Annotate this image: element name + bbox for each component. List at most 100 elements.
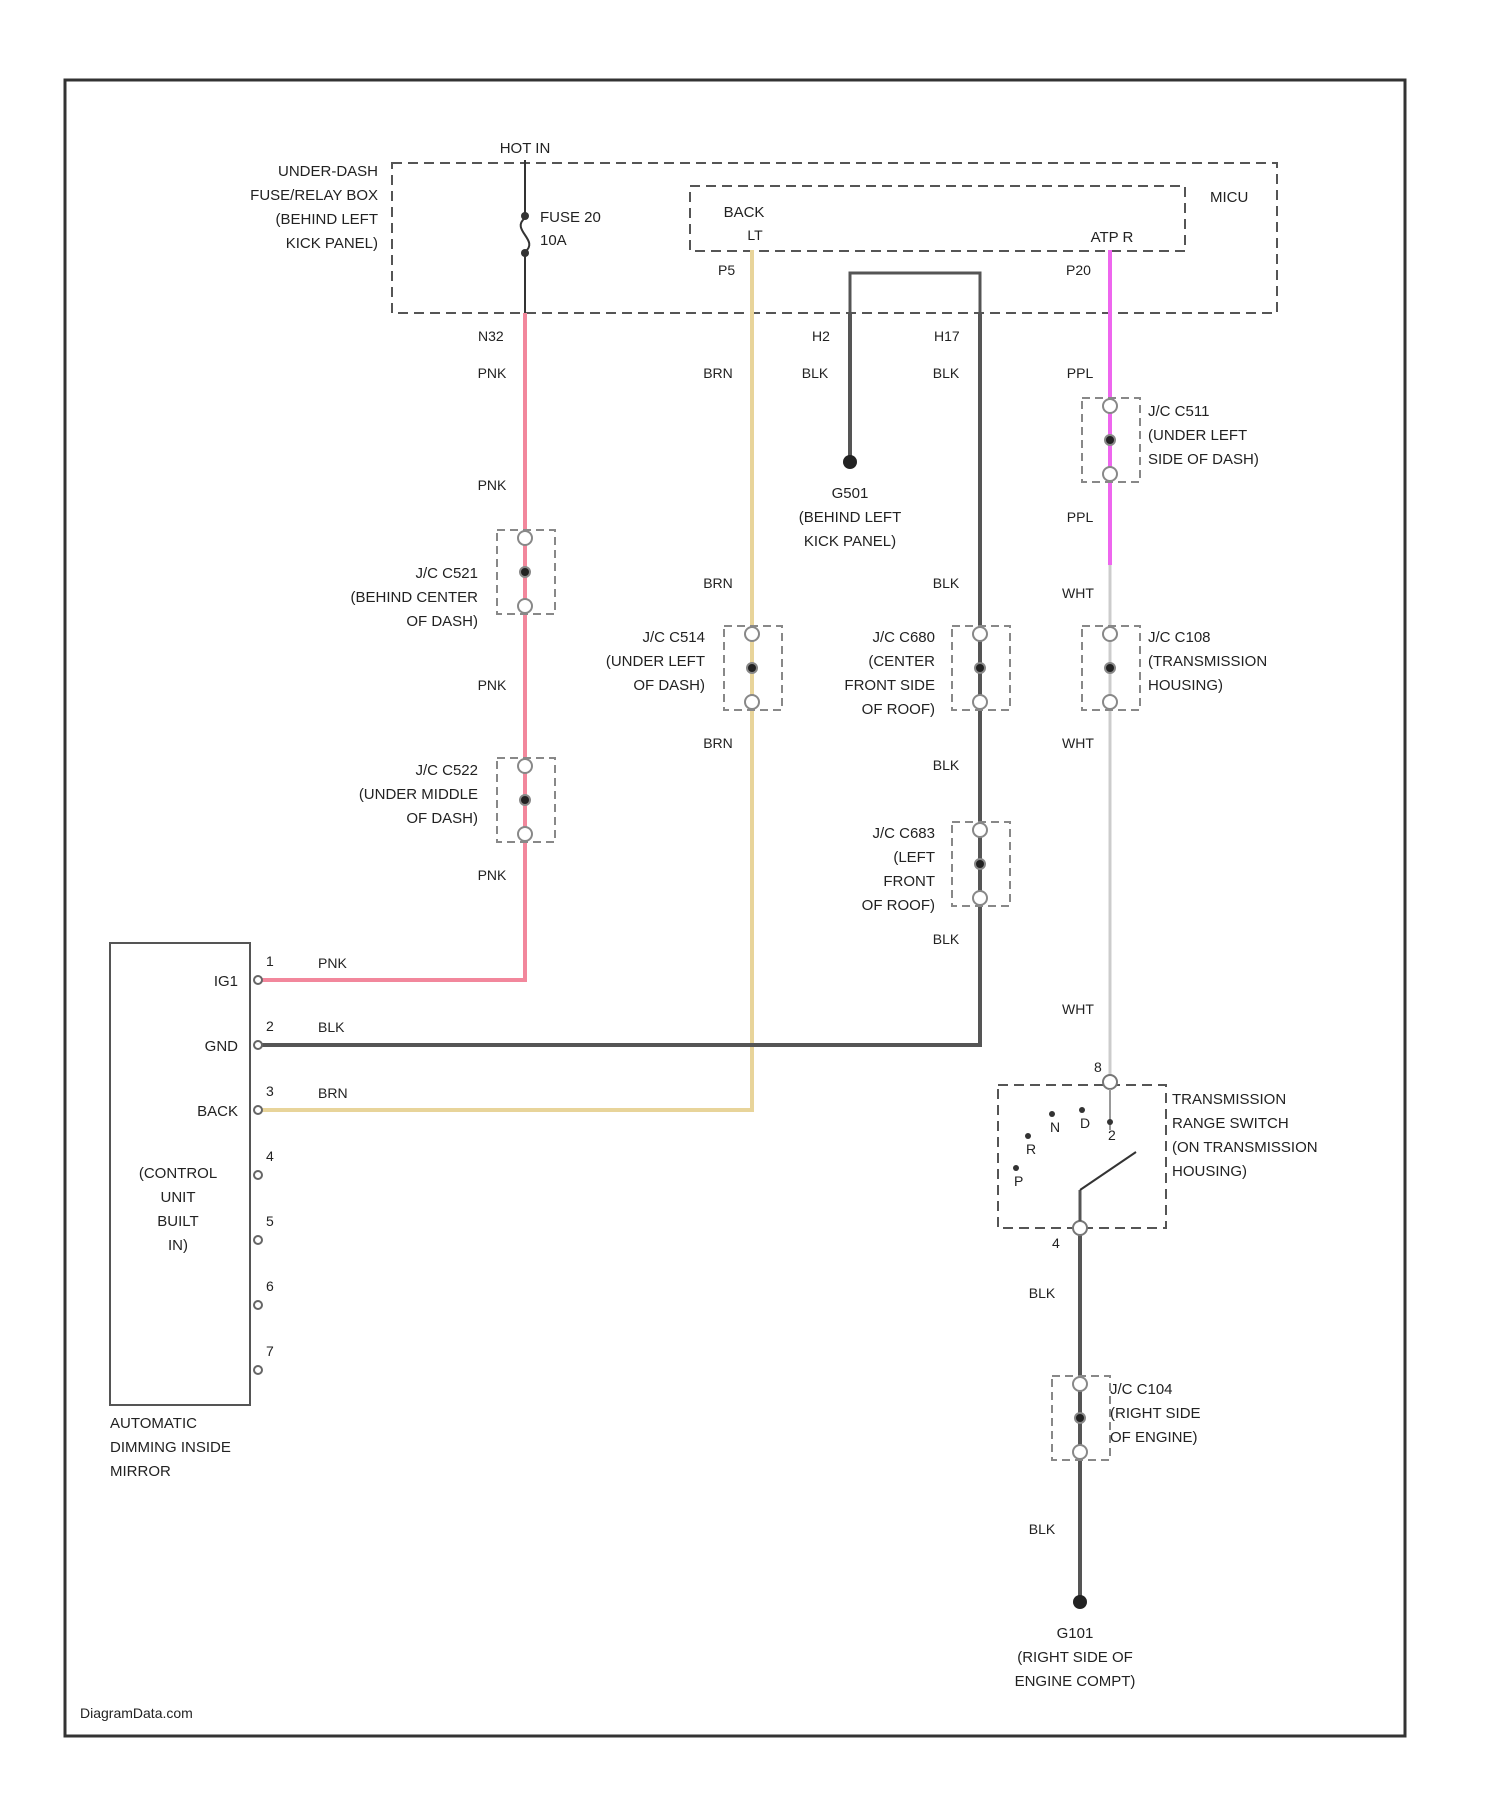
switch-position-label: P — [1014, 1173, 1023, 1189]
wire-label: BLK — [1029, 1521, 1056, 1537]
wire-label: PPL — [1067, 509, 1094, 525]
connector-label: (UNDER LEFT — [1148, 427, 1247, 444]
switch-label: RANGE SWITCH — [1172, 1115, 1289, 1132]
pin-label-p5: P5 — [718, 262, 735, 278]
pin-number: 7 — [266, 1343, 274, 1359]
connector-label: (UNDER MIDDLE — [359, 786, 478, 803]
wire-label: BRN — [703, 735, 733, 751]
pin-terminal — [254, 1301, 262, 1309]
wire-label: BLK — [933, 365, 960, 381]
wire-label: BLK — [933, 575, 960, 591]
wire-label: WHT — [1062, 735, 1094, 751]
connector-label: (BEHIND CENTER — [350, 589, 478, 606]
fuse-box-label-line: UNDER-DASH — [278, 163, 378, 180]
mirror-pin: 6 — [254, 1278, 274, 1309]
connector-terminal — [518, 531, 532, 545]
switch-contact — [1049, 1111, 1055, 1117]
connector-terminal — [975, 859, 985, 869]
hot-in-label: HOT IN — [500, 140, 551, 157]
joint-connector — [497, 758, 555, 842]
mirror-name: DIMMING INSIDE — [110, 1439, 231, 1456]
wire-label: BRN — [703, 365, 733, 381]
wire-label: PNK — [318, 955, 347, 971]
ground-dot — [843, 455, 857, 469]
wire-label: PNK — [478, 477, 507, 493]
ground-dot — [1073, 1595, 1087, 1609]
connector-terminal — [518, 759, 532, 773]
wire-label: BLK — [933, 931, 960, 947]
connector-label: OF ROOF) — [862, 897, 935, 914]
connector-label: HOUSING) — [1148, 677, 1223, 694]
joint-connector — [952, 822, 1010, 906]
connector-terminal — [520, 795, 530, 805]
pin-number: 1 — [266, 953, 274, 969]
ground-g101: G101 (RIGHT SIDE OF ENGINE COMPT) — [1015, 1595, 1136, 1690]
switch-pin-label: 4 — [1052, 1235, 1060, 1251]
connector-terminal — [1103, 467, 1117, 481]
mirror-name: MIRROR — [110, 1463, 171, 1480]
connector-terminal — [518, 827, 532, 841]
switch-contact — [1025, 1133, 1031, 1139]
connector-label: FRONT SIDE — [844, 677, 935, 694]
control-unit-label: (CONTROL — [139, 1165, 217, 1182]
fuse-element — [521, 218, 530, 252]
connector-terminal — [1103, 399, 1117, 413]
connector-terminal — [975, 663, 985, 673]
back-signal-label: BACK — [724, 204, 765, 221]
pin-number: 4 — [266, 1148, 274, 1164]
control-unit-label: BUILT — [157, 1213, 198, 1230]
connector-label: (UNDER LEFT — [606, 653, 705, 670]
pin-terminal — [254, 976, 262, 984]
wire-label: BRN — [318, 1085, 348, 1101]
connector-terminal — [520, 567, 530, 577]
pin-terminal — [254, 1236, 262, 1244]
joint-connector — [724, 626, 782, 710]
connector-terminal — [745, 695, 759, 709]
connector-terminal — [1073, 1377, 1087, 1391]
wire-label: BLK — [318, 1019, 345, 1035]
diagram-frame — [65, 80, 1405, 1736]
connector-terminal — [973, 823, 987, 837]
switch-label: (ON TRANSMISSION — [1172, 1139, 1318, 1156]
connector-label: (LEFT — [893, 849, 935, 866]
pin-number: 3 — [266, 1083, 274, 1099]
pin-terminal — [254, 1171, 262, 1179]
wire-label: BLK — [1029, 1285, 1056, 1301]
pin-number: 6 — [266, 1278, 274, 1294]
connector-terminal — [973, 891, 987, 905]
switch-blade — [1080, 1152, 1136, 1190]
pin-function-label: IG1 — [214, 973, 238, 990]
joint-connector — [1082, 626, 1140, 710]
pin-function-label: BACK — [197, 1103, 238, 1120]
ground-label: (BEHIND LEFT — [799, 509, 902, 526]
transmission-range-switch: 8 4 PRND2 TRANSMISSION RANGE SWITCH (ON … — [998, 1059, 1318, 1251]
wire-label: WHT — [1062, 1001, 1094, 1017]
pin-terminal — [254, 1366, 262, 1374]
control-unit-label: IN) — [168, 1237, 188, 1254]
mirror-name: AUTOMATIC — [110, 1415, 197, 1432]
wire-blk-bridge — [850, 273, 980, 313]
ground-label: ENGINE COMPT) — [1015, 1673, 1136, 1690]
connector-terminal — [1103, 627, 1117, 641]
connector-terminal — [1105, 435, 1115, 445]
ground-label: G101 — [1057, 1625, 1094, 1642]
switch-position-label: D — [1080, 1115, 1090, 1131]
wire-label: PNK — [478, 677, 507, 693]
connector-label: OF DASH) — [633, 677, 705, 694]
mirror-pin: 5 — [254, 1213, 274, 1244]
pin-terminal — [254, 1106, 262, 1114]
connector-label: J/C C104 — [1110, 1381, 1173, 1398]
wire-label: PNK — [478, 365, 507, 381]
connector-label: SIDE OF DASH) — [1148, 451, 1259, 468]
switch-position-label: 2 — [1108, 1127, 1116, 1143]
connector-label: J/C C521 — [415, 565, 478, 582]
switch-housing — [998, 1085, 1166, 1228]
ground-label: G501 — [832, 485, 869, 502]
pin-terminal — [254, 1041, 262, 1049]
connector-labels: J/C C521 (BEHIND CENTER OF DASH) J/C C52… — [350, 403, 1267, 1446]
